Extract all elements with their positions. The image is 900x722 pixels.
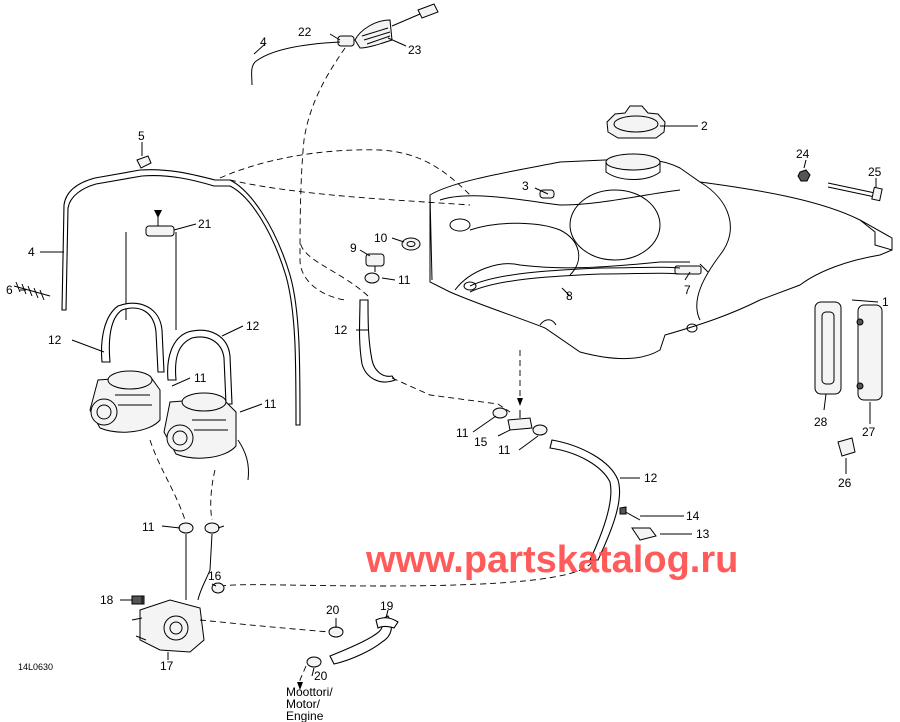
callout-11-a: 11 <box>398 273 411 287</box>
fuel-cap <box>606 105 666 139</box>
hose-19 <box>329 615 399 665</box>
callout-27: 27 <box>862 425 876 439</box>
callout-2: 2 <box>701 119 708 133</box>
carburetor-right <box>163 392 249 481</box>
callout-11-b: 11 <box>194 371 207 385</box>
callout-16: 16 <box>208 569 222 583</box>
hose-12-carb-left <box>100 302 165 373</box>
callout-1: 1 <box>882 295 889 309</box>
callout-11-f: 11 <box>142 520 155 534</box>
callout-6: 6 <box>6 283 13 297</box>
callout-11-c: 11 <box>264 397 277 411</box>
engine-label-line-3: Engine <box>286 709 324 722</box>
callout-12-d: 12 <box>644 471 658 485</box>
callout-13: 13 <box>696 527 710 541</box>
watermark: www.partskatalog.ru <box>365 539 738 581</box>
callout-25: 25 <box>868 165 882 179</box>
callout-3: 3 <box>522 179 529 193</box>
callout-5: 5 <box>138 129 145 143</box>
callout-22: 22 <box>298 25 312 39</box>
hose-12-right <box>549 439 621 561</box>
screw-18 <box>131 595 143 605</box>
screw-14 <box>619 506 641 521</box>
clamp-near-9 <box>364 272 380 284</box>
callout-11-e: 11 <box>498 443 511 457</box>
carburetor-left <box>89 370 161 433</box>
callout-24: 24 <box>796 147 810 161</box>
strap-27 <box>856 304 883 401</box>
callout-11-d: 11 <box>456 426 469 440</box>
engine-label-line-2: Motor/ <box>286 697 321 711</box>
clamp-11-bottom-left <box>178 522 194 534</box>
callout-7: 7 <box>684 283 691 297</box>
callout-18: 18 <box>100 593 114 607</box>
callout-19: 19 <box>380 599 394 613</box>
leader-lines <box>20 33 879 677</box>
callout-9: 9 <box>350 241 357 255</box>
callout-12-b: 12 <box>246 319 260 333</box>
strap-28 <box>814 301 842 395</box>
callout-4-left: 4 <box>28 245 35 259</box>
clamp-20-lower <box>306 656 322 668</box>
callout-28: 28 <box>814 415 828 429</box>
callout-4-top: 4 <box>260 35 267 49</box>
hose-12-middle <box>358 299 396 383</box>
callout-10: 10 <box>374 231 388 245</box>
callout-14: 14 <box>686 509 700 523</box>
callout-12-c: 12 <box>334 323 348 337</box>
callout-20-b: 20 <box>314 669 328 683</box>
nut-24 <box>797 169 811 182</box>
clamp-11-right <box>532 424 548 436</box>
cable-4-top <box>251 41 341 86</box>
clamp-20-upper <box>328 626 344 638</box>
callout-20-a: 20 <box>326 603 340 617</box>
diagram-code: 14L0630 <box>18 662 53 672</box>
fuel-tee-15 <box>507 410 533 431</box>
callout-15: 15 <box>474 435 488 449</box>
callout-26: 26 <box>838 476 852 490</box>
fuel-tank <box>429 153 893 359</box>
callout-23: 23 <box>408 43 422 57</box>
engine-label-line-1: Moottori/ <box>286 685 333 699</box>
engine-label: Moottori/ Motor/ Engine <box>286 685 333 722</box>
fuel-pump-17 <box>131 595 205 653</box>
clip-5 <box>136 155 152 169</box>
callout-numbers: 1 2 3 4 4 5 6 7 8 9 10 11 11 11 11 11 11… <box>6 25 889 683</box>
clamp-11-bottom-right <box>204 522 220 534</box>
valve-9 <box>365 253 385 272</box>
fitting-7 <box>674 263 709 275</box>
primer-23 <box>354 3 439 49</box>
fitting-22 <box>337 35 355 47</box>
grommet-10 <box>401 237 421 251</box>
spring-6 <box>13 281 51 301</box>
bolt-25 <box>827 182 883 202</box>
callout-8: 8 <box>566 289 573 303</box>
tag-26 <box>837 437 856 457</box>
tee-21 <box>145 214 175 237</box>
callout-17: 17 <box>160 659 174 673</box>
callout-21: 21 <box>198 217 212 231</box>
callout-12-a: 12 <box>48 333 62 347</box>
tube-4-left <box>61 169 301 426</box>
clamp-11-left <box>492 407 508 419</box>
clip-13 <box>631 527 657 541</box>
